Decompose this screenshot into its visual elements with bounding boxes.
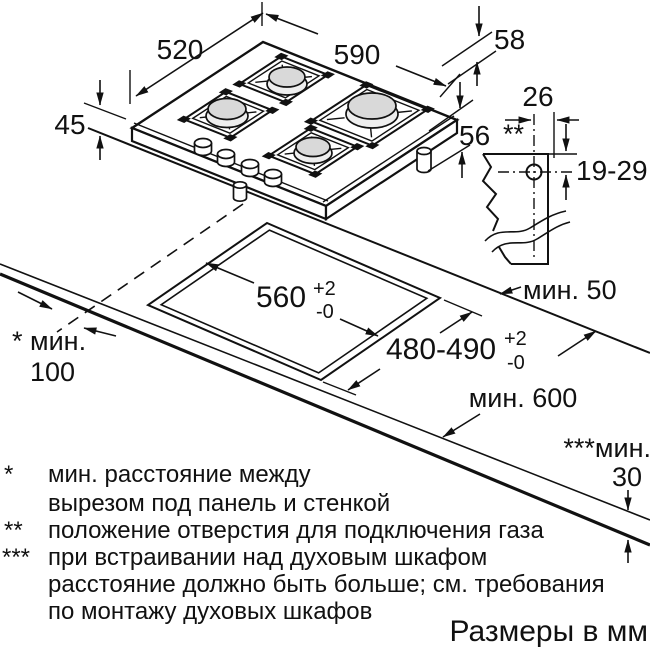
worktop-front-edge-bottom — [0, 272, 650, 547]
cutout-dimensions: 560 +2 -0 480-490 +2 -0 мин. 50 мин. 600… — [12, 262, 650, 563]
control-knobs — [193, 137, 283, 188]
cutout-depth-tol-minus: -0 — [507, 352, 525, 374]
hob-depth-label: 520 — [157, 34, 204, 65]
worktop-back-edge — [87, 127, 650, 354]
hob-feet — [232, 146, 432, 203]
burners — [205, 66, 399, 165]
cutout-inner-outline — [159, 229, 429, 374]
footnote-1-line-1: мин. расстояние между — [48, 461, 311, 488]
hob-right-face — [324, 117, 459, 222]
worktop — [0, 127, 650, 547]
min-side-clearance-value: 100 — [30, 357, 75, 387]
footnote-marker-1: * — [4, 461, 13, 488]
min-below-clearance-label: ***мин. — [563, 433, 650, 463]
min-back-clearance-label: мин. 50 — [523, 275, 617, 305]
gas-marker-label: ** — [503, 119, 525, 149]
worktop-front-edge-top — [0, 263, 650, 521]
footnote-3-line-2: расстояние должно быть больше; см. требо… — [48, 571, 605, 598]
hob-dim58-label: 58 — [494, 24, 525, 55]
cutout-width-label: 560 — [256, 281, 306, 314]
hob-height-label: 45 — [54, 109, 85, 140]
cutout-depth-tol-plus: +2 — [504, 328, 527, 350]
wall-projection-dashed-line — [56, 203, 244, 333]
cutout-outer-outline — [145, 221, 443, 382]
min-side-clearance-label: * мин. — [12, 326, 86, 356]
cutout-width-tol-plus: +2 — [313, 278, 336, 300]
cutout-width-tol-minus: -0 — [316, 301, 334, 323]
footnote-marker-2: ** — [4, 517, 23, 544]
footnote-3-line-1: при встраивании над духовым шкафом — [48, 544, 487, 571]
units-title: Размеры в мм — [449, 615, 648, 648]
gas-offset-label: 26 — [522, 81, 553, 112]
footnote-2-line-1: положение отверстия для подключения газа — [48, 517, 545, 544]
footnotes: * мин. расстояние между вырезом под пане… — [2, 461, 605, 625]
hob-dim56-label: 56 — [459, 120, 490, 151]
hob-drawing — [129, 40, 460, 222]
footnote-1-line-2: вырезом под панель и стенкой — [48, 490, 390, 517]
footnote-marker-3: *** — [2, 544, 30, 571]
min-below-clearance-value: 30 — [612, 462, 642, 492]
hob-dimensions: 520 590 45 58 56 — [54, 2, 525, 178]
gas-detail-profile — [483, 153, 549, 265]
hob-width-label: 590 — [334, 39, 381, 70]
footnote-3-line-3: по монтажу духовых шкафов — [48, 598, 372, 625]
gas-connection-detail: 26 ** 19-29 — [481, 81, 648, 265]
min-worktop-depth-label: мин. 600 — [469, 383, 578, 413]
gas-height-range-label: 19-29 — [576, 155, 648, 186]
cutout-depth-label: 480-490 — [386, 333, 496, 366]
